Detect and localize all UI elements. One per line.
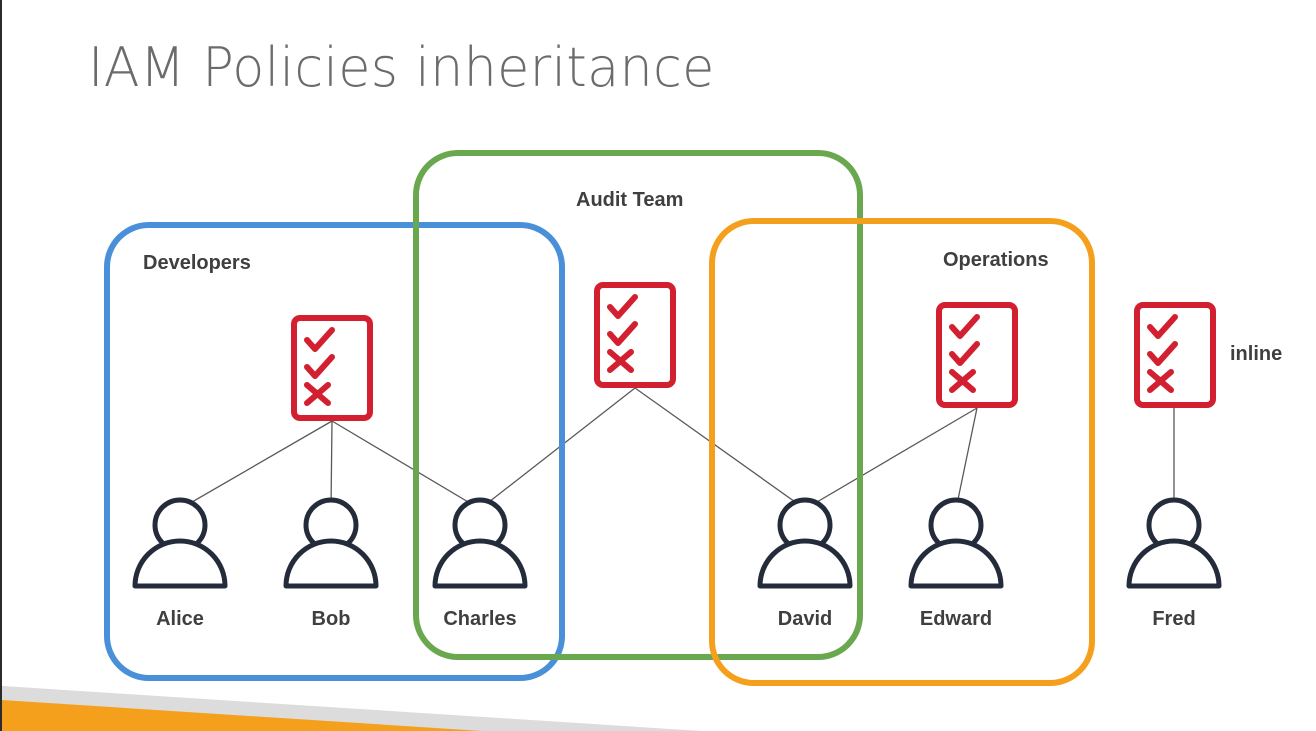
person-body-fred	[1126, 538, 1222, 589]
policy-check-icon	[949, 314, 980, 339]
group-box-audit-team[interactable]	[413, 150, 863, 660]
policy-check-icon	[304, 354, 335, 379]
group-box-developers[interactable]	[104, 222, 565, 681]
person-body-alice	[132, 538, 228, 589]
person-icon-alice[interactable]	[132, 497, 228, 589]
policy-check-icon	[304, 327, 335, 352]
policy-cross-icon	[304, 382, 331, 406]
operations-policy-to-david	[804, 407, 978, 510]
person-name-bob: Bob	[311, 608, 351, 630]
policy-check-icon	[607, 294, 638, 319]
person-name-charles: Charles	[443, 608, 517, 630]
operations-policy-to-edward	[955, 407, 978, 510]
policy-card-audit-policy[interactable]	[594, 282, 676, 388]
footer-decoration	[2, 686, 702, 731]
page-title: IAM Policies inheritance	[88, 36, 715, 99]
edges-layer	[179, 387, 1175, 510]
person-icon-bob[interactable]	[283, 497, 379, 589]
inline-policy-label: inline	[1230, 343, 1283, 365]
developers-policy-to-charles	[331, 420, 481, 510]
person-body-bob	[283, 538, 379, 589]
person-icon-david[interactable]	[757, 497, 853, 589]
policy-card-operations-policy[interactable]	[936, 302, 1018, 408]
policy-cross-icon	[607, 349, 634, 373]
person-icon-charles[interactable]	[432, 497, 528, 589]
policy-check-icon	[607, 321, 638, 346]
group-box-operations[interactable]	[709, 218, 1095, 686]
group-boxes-layer	[104, 150, 1095, 686]
policy-check-icon	[1147, 314, 1178, 339]
developers-policy-to-bob	[330, 420, 333, 510]
audit-policy-to-charles	[479, 387, 636, 510]
person-body-edward	[908, 538, 1004, 589]
audit-policy-to-david	[634, 387, 806, 510]
person-icon-edward[interactable]	[908, 497, 1004, 589]
policy-card-inline-policy[interactable]	[1134, 302, 1216, 408]
person-name-david: David	[777, 608, 833, 630]
policy-check-icon	[1147, 341, 1178, 366]
policy-cross-icon	[1147, 369, 1174, 393]
group-label-operations: Operations	[943, 249, 1049, 271]
developers-policy-to-alice	[179, 420, 333, 510]
group-label-audit-team: Audit Team	[576, 189, 684, 211]
people-layer	[132, 497, 1222, 589]
policies-layer	[291, 282, 1216, 421]
footer-orange-wedge	[2, 700, 482, 731]
policy-check-icon	[949, 341, 980, 366]
person-body-charles	[432, 538, 528, 589]
person-body-david	[757, 538, 853, 589]
person-icon-fred[interactable]	[1126, 497, 1222, 589]
policy-card-developers-policy[interactable]	[291, 315, 373, 421]
person-name-alice: Alice	[156, 608, 204, 630]
policy-cross-icon	[949, 369, 976, 393]
person-name-fred: Fred	[1152, 608, 1196, 630]
person-name-edward: Edward	[919, 608, 993, 630]
group-label-developers: Developers	[143, 252, 251, 274]
